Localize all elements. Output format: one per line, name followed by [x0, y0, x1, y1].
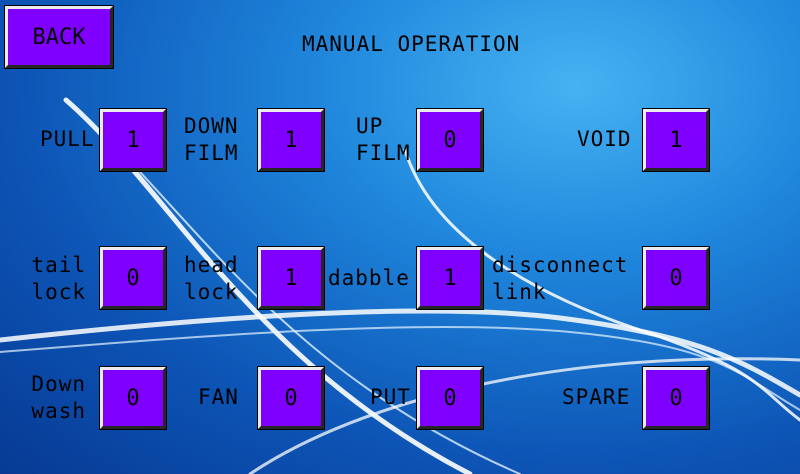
label-tail-lock: tail lock — [31, 253, 86, 304]
label-put: PUT — [370, 385, 411, 409]
toggle-up-film-button[interactable]: 0 — [417, 109, 483, 171]
toggle-down-film-button[interactable]: 1 — [258, 109, 324, 171]
toggle-pull-button[interactable]: 1 — [100, 109, 166, 171]
toggle-dabble-button[interactable]: 1 — [417, 247, 483, 309]
toggle-void-button[interactable]: 1 — [643, 109, 709, 171]
label-dabble: dabble — [328, 266, 410, 290]
back-button[interactable]: BACK — [5, 6, 113, 68]
label-head-lock: head lock — [184, 253, 239, 304]
label-up-film: UP FILM — [356, 114, 411, 165]
label-spare: SPARE — [562, 385, 631, 409]
label-down-film: DOWN FILM — [184, 114, 239, 165]
toggle-spare-button[interactable]: 0 — [643, 367, 709, 429]
toggle-tail-lock-button[interactable]: 0 — [100, 247, 166, 309]
label-down-wash: Down wash — [31, 372, 86, 423]
label-fan: FAN — [198, 385, 239, 409]
toggle-down-wash-button[interactable]: 0 — [100, 367, 166, 429]
toggle-fan-button[interactable]: 0 — [258, 367, 324, 429]
toggle-disconnect-link-button[interactable]: 0 — [643, 247, 709, 309]
toggle-head-lock-button[interactable]: 1 — [258, 247, 324, 309]
label-void: VOID — [577, 127, 632, 151]
page-title: MANUAL OPERATION — [302, 32, 521, 56]
label-pull: PULL — [40, 127, 95, 151]
toggle-put-button[interactable]: 0 — [417, 367, 483, 429]
label-disconnect-link: disconnect link — [492, 253, 629, 304]
